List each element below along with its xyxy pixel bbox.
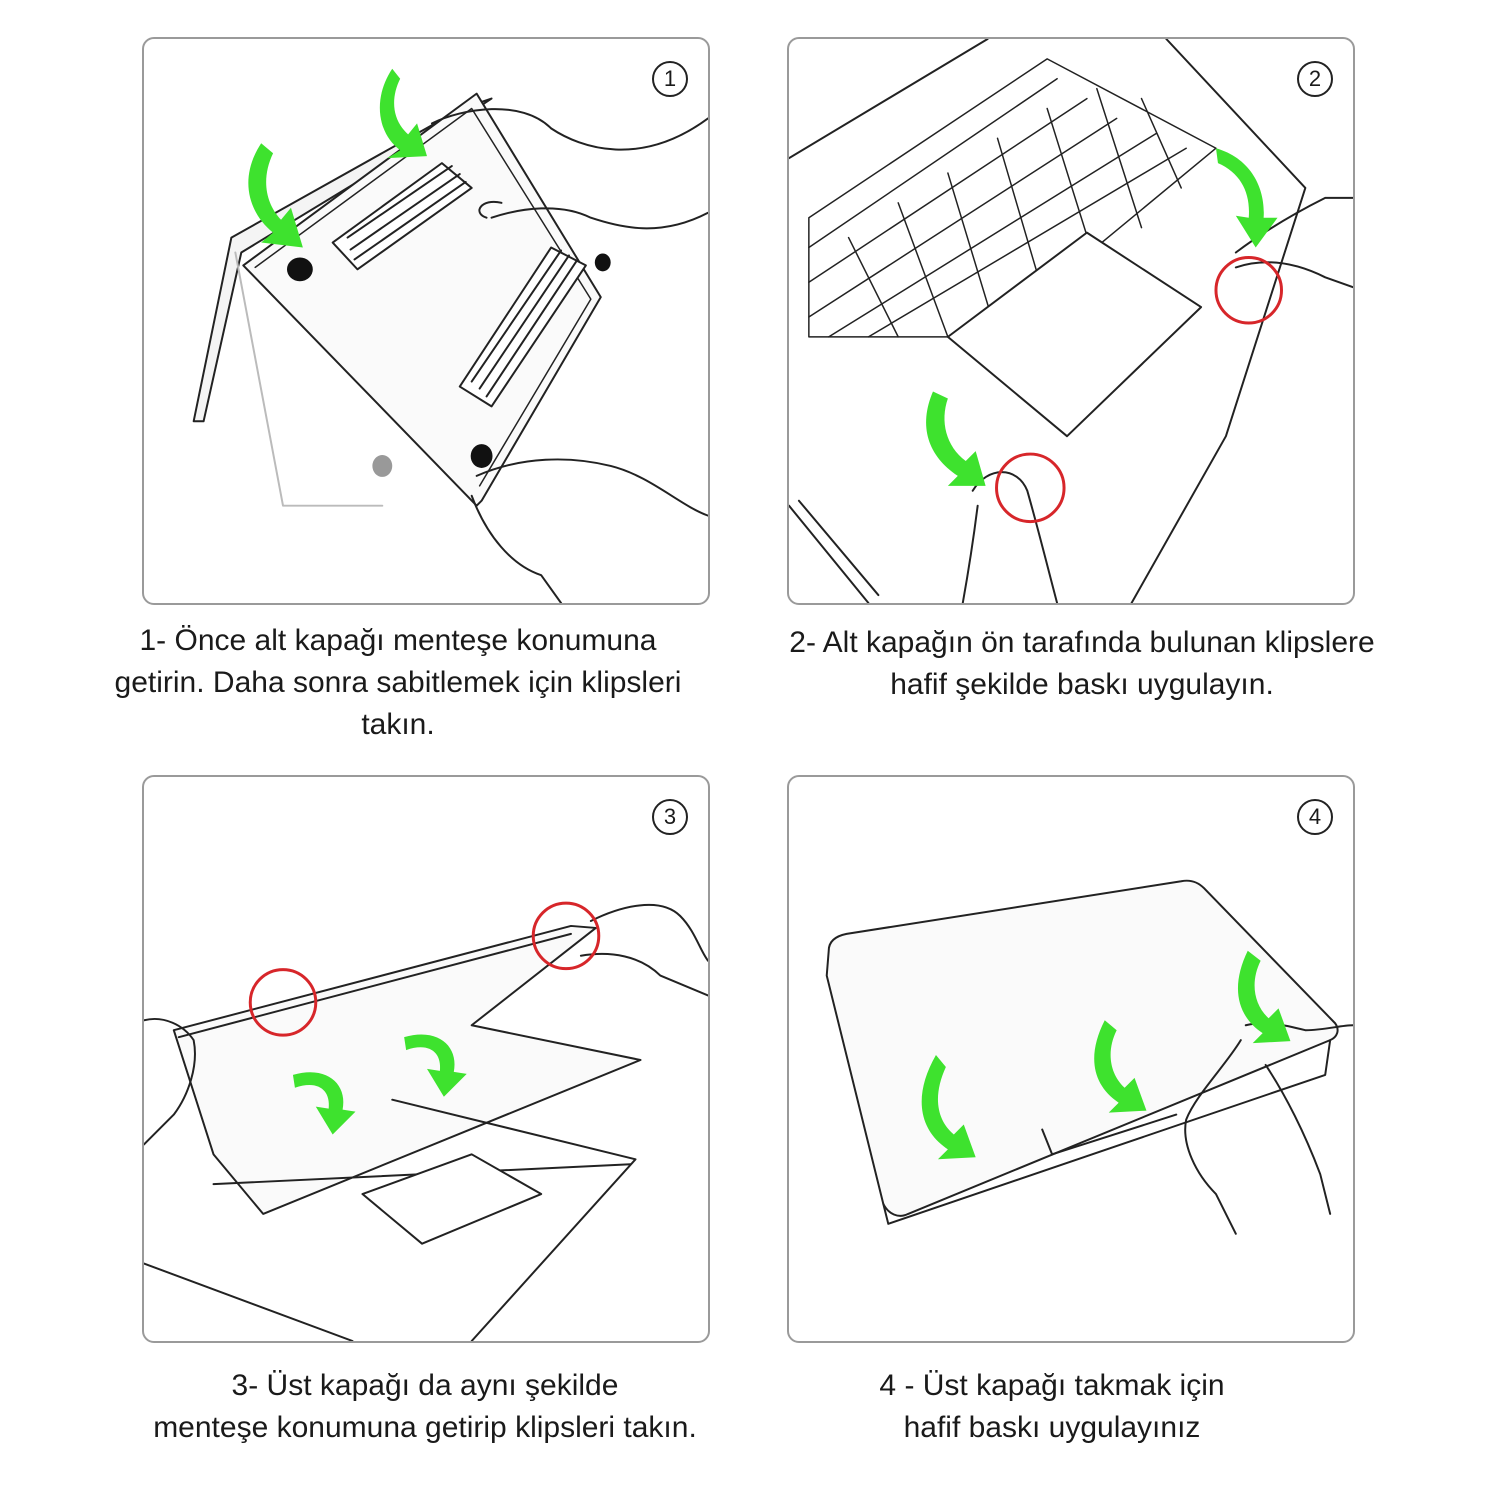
step-1-caption: 1- Önce alt kapağı menteşe konumuna geti… — [68, 620, 728, 746]
caption-line: 3- Üst kapağı da aynı şekilde — [231, 1369, 619, 1402]
step-4-illustration-panel: 4 — [787, 775, 1355, 1343]
step-number-badge: 2 — [1297, 61, 1333, 97]
step-2-caption: 2- Alt kapağın ön tarafında bulunan klip… — [752, 622, 1412, 706]
caption-line: hafif şekilde baskı uygulayın. — [890, 668, 1274, 701]
step-4-illustration — [825, 879, 1353, 1235]
caption-line: 1- Önce alt kapağı menteşe konumuna — [139, 624, 657, 657]
step-number-badge: 3 — [652, 799, 688, 835]
step-number-badge: 1 — [652, 61, 688, 97]
caption-line: hafif baskı uygulayınız — [903, 1411, 1201, 1444]
caption-line: 4 - Üst kapağı takmak için — [879, 1369, 1225, 1402]
step-2-illustration-panel: 2 — [787, 37, 1355, 605]
caption-line: menteşe konumuna getirip klipsleri takın… — [153, 1411, 697, 1444]
step-1-illustration — [192, 68, 708, 603]
caption-line: 2- Alt kapağın ön tarafında bulunan klip… — [789, 626, 1375, 659]
step-number-badge: 4 — [1297, 799, 1333, 835]
step-2-illustration — [789, 39, 1353, 603]
caption-line: takın. — [361, 708, 435, 741]
step-3-caption: 3- Üst kapağı da aynı şekilde menteşe ko… — [95, 1365, 755, 1449]
caption-line: getirin. Daha sonra sabitlemek için klip… — [114, 666, 682, 699]
step-1-illustration-panel: 1 — [142, 37, 710, 605]
step-3-illustration — [144, 901, 708, 1341]
step-3-illustration-panel: 3 — [142, 775, 710, 1343]
step-4-caption: 4 - Üst kapağı takmak için hafif baskı u… — [722, 1365, 1382, 1449]
